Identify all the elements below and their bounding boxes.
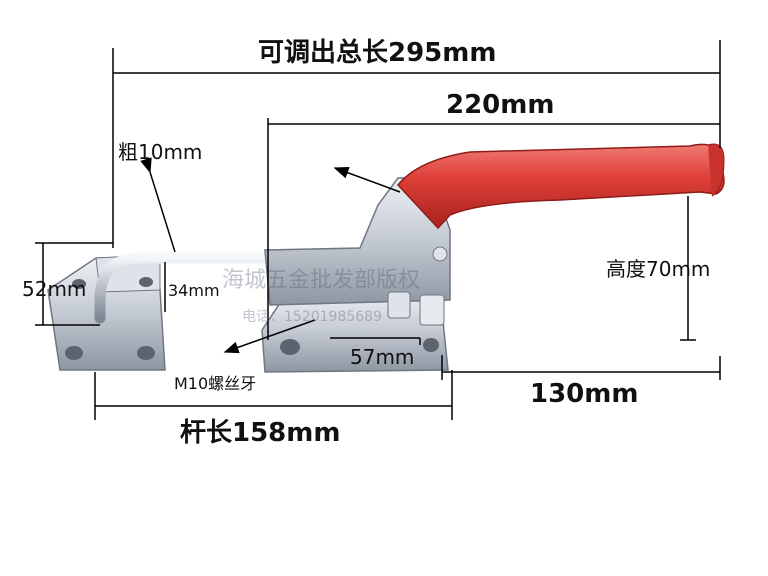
block-width-label: 57mm	[350, 345, 415, 369]
handle-height-label: 高度70mm	[606, 257, 711, 281]
base-length-label: 130mm	[530, 379, 639, 409]
red-handle	[397, 143, 725, 230]
inner-gap-label: 34mm	[168, 281, 220, 300]
thread-label: M10螺丝牙	[174, 374, 257, 393]
rod-thickness-label: 粗10mm	[118, 140, 203, 164]
clamp-body	[261, 177, 451, 373]
rod-length-label: 杆长158mm	[180, 418, 341, 448]
total-length-label: 可调出总长295mm	[258, 38, 497, 68]
dimension-lines	[35, 40, 721, 420]
handle-span-label: 220mm	[446, 90, 555, 120]
height-base-label: 52mm	[22, 277, 87, 301]
watermark-line1: 海城五金批发部版权	[222, 268, 421, 293]
watermark-line2: 电话：15201985689	[242, 309, 382, 325]
